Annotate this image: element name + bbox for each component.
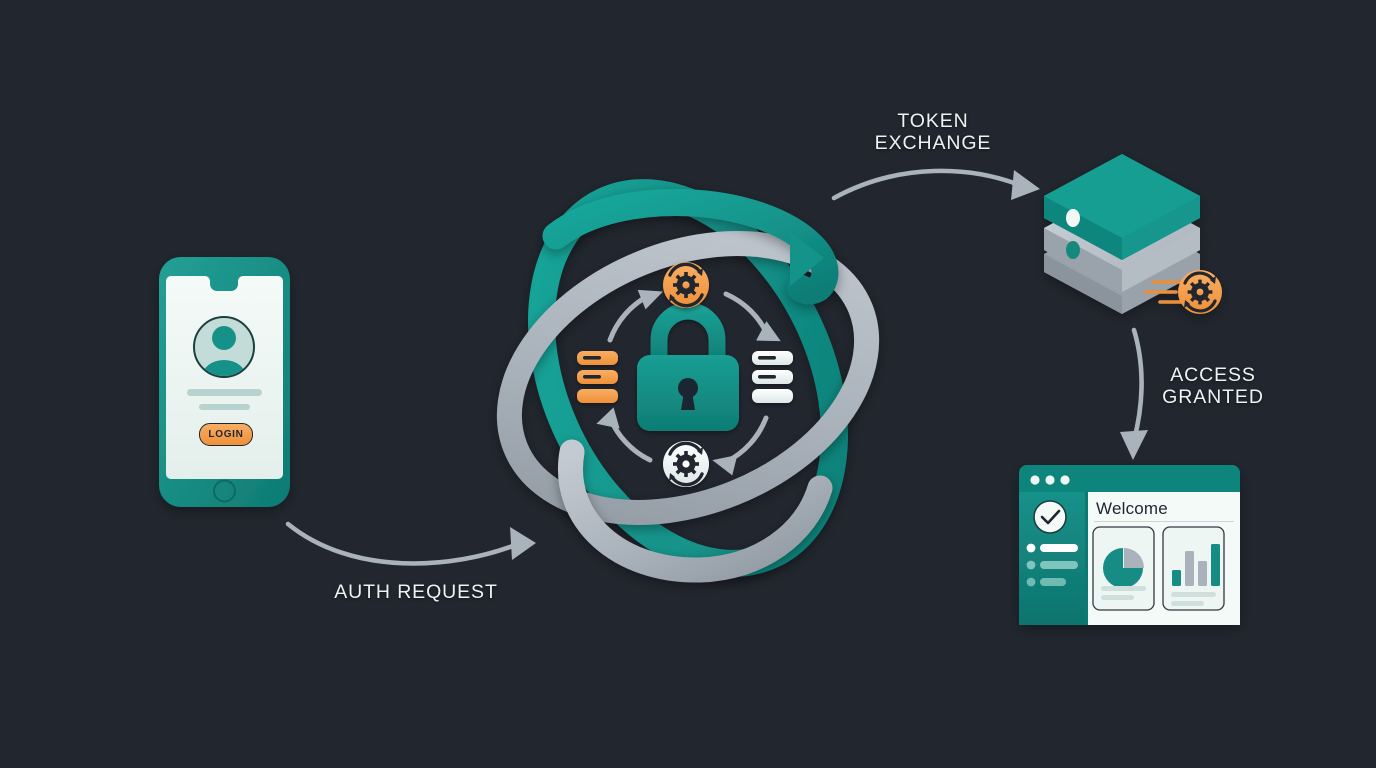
gray-orbit-front-arc: [558, 439, 833, 583]
auth-server[interactable]: [1044, 154, 1222, 314]
teal-orbit-front-arc: [542, 188, 839, 305]
dashboard-heading-divider: [1094, 521, 1234, 522]
server-stack-icon-right[interactable]: [752, 351, 793, 403]
pie-chart-icon: [1103, 548, 1144, 588]
phone-text-line-2: [199, 404, 250, 410]
sync-gear-icon-server[interactable]: [1178, 270, 1222, 314]
connector-label-auth-request: AUTH REQUEST: [334, 581, 498, 603]
sync-gear-icon-bottom[interactable]: [663, 441, 709, 487]
auth-request-arrow: [285, 521, 521, 566]
token-exchange-arrow: [831, 168, 1025, 201]
server-led-teal: [1066, 209, 1080, 227]
access-granted-arrow: [1131, 327, 1144, 443]
phone-text-line-1: [187, 389, 262, 396]
auth-request-arrowhead: [510, 527, 536, 560]
check-circle-icon: [1033, 500, 1067, 534]
server-stack-icon-left[interactable]: [577, 351, 618, 403]
teal-orbit-arrowhead: [790, 232, 824, 286]
server-led-gray: [1066, 241, 1080, 259]
sidebar-nav-items[interactable]: [1026, 543, 1078, 587]
token-exchange-arrowhead: [1011, 170, 1040, 200]
server-activity-lines: [1144, 280, 1186, 304]
inner-flow-arrowheads: [596, 289, 781, 476]
bar-chart-icon: [1172, 544, 1220, 586]
connector-arrows: [285, 168, 1144, 566]
mobile-device[interactable]: [159, 257, 290, 507]
lock-icon: [637, 302, 739, 431]
dashboard-window[interactable]: [1019, 465, 1240, 625]
connector-arrowheads: [510, 170, 1148, 560]
dashboard-welcome-heading: Welcome: [1096, 499, 1168, 518]
security-core: [496, 179, 880, 583]
connector-label-token-exchange: TOKEN EXCHANGE: [874, 110, 992, 154]
login-button[interactable]: LOGIN: [199, 423, 253, 446]
sync-gear-icon-top[interactable]: [663, 262, 709, 308]
gray-orbit-ring: [496, 231, 880, 525]
access-granted-arrowhead: [1120, 430, 1148, 460]
avatar: [193, 316, 255, 378]
connector-label-access-granted: ACCESS GRANTED: [1162, 364, 1264, 408]
bar-card[interactable]: [1162, 526, 1225, 611]
phone-home-button[interactable]: [213, 479, 236, 503]
pie-card[interactable]: [1092, 526, 1155, 611]
window-titlebar-dots[interactable]: [1030, 475, 1070, 485]
